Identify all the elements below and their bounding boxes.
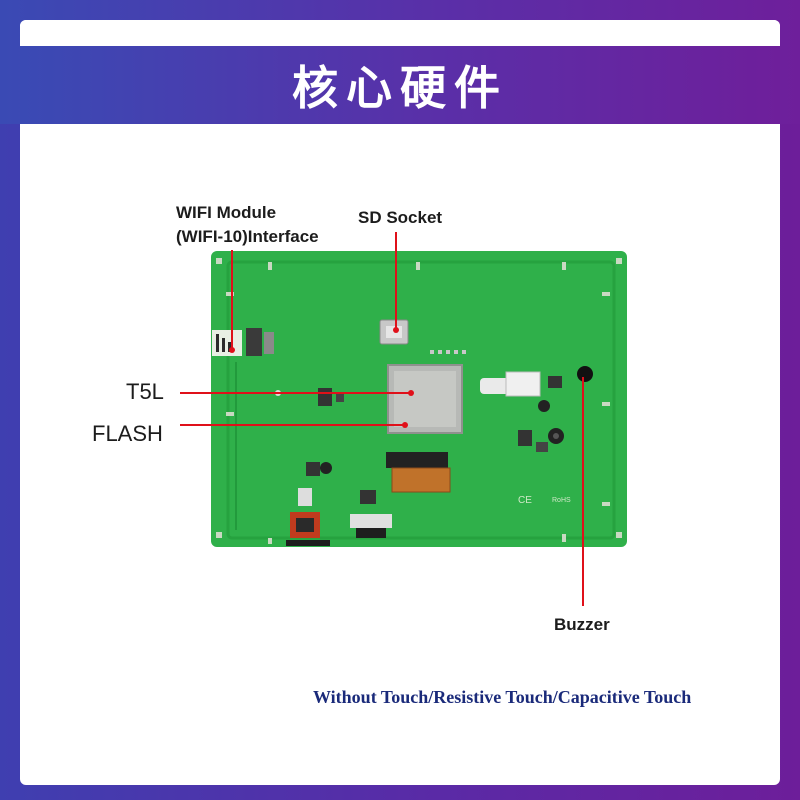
wifi-connector — [246, 328, 262, 356]
wifi-label-line2: (WIFI-10)Interface — [176, 227, 319, 246]
ribbon-connector — [386, 452, 448, 468]
flash-label: FLASH — [92, 421, 163, 446]
header-top-strip — [20, 20, 780, 46]
sd-socket-label: SD Socket — [358, 208, 443, 227]
header-pins — [430, 350, 466, 354]
buzzer-component — [577, 366, 593, 382]
edge-pads — [216, 258, 622, 544]
rohs-mark: RoHS — [552, 497, 571, 504]
pcb-trace-outline — [226, 260, 616, 540]
buzzer-label: Buzzer — [554, 615, 610, 634]
t5l-label: T5L — [126, 379, 164, 404]
wifi-label-line1: WIFI Module — [176, 203, 277, 222]
touch-options-text: Without Touch/Resistive Touch/Capacitive… — [313, 687, 692, 707]
leader-lines — [180, 232, 584, 606]
header-title-band — [20, 46, 780, 124]
page-title: 核心硬件 — [292, 61, 508, 115]
ce-mark: CE — [518, 495, 532, 506]
